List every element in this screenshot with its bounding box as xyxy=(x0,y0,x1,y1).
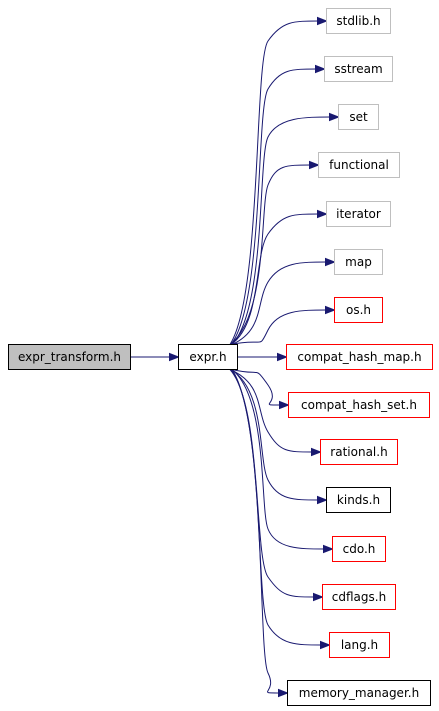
edge-hub-to-os-h-arrowhead xyxy=(325,305,336,315)
node-functional[interactable]: functional xyxy=(318,152,400,178)
node-compat-hash-set-h-label: compat_hash_set.h xyxy=(301,398,417,412)
node-compat-hash-map-h-label: compat_hash_map.h xyxy=(297,350,421,364)
edge-hub-to-rational-h xyxy=(229,369,313,453)
edge-hub-to-memory-manager-h-arrowhead xyxy=(278,688,289,698)
node-memory-manager-h[interactable]: memory_manager.h xyxy=(287,680,431,706)
node-functional-box xyxy=(318,152,400,178)
edge-hub-to-stdlib-h-arrowhead xyxy=(317,16,328,26)
node-memory-manager-h-box xyxy=(287,680,431,706)
edge-hub-to-map xyxy=(231,261,327,345)
node-iterator-box xyxy=(326,201,391,227)
node-sstream-label: sstream xyxy=(334,62,382,76)
edge-hub-to-functional xyxy=(229,164,311,345)
edge-hub-to-memory-manager-h xyxy=(231,369,280,694)
node-stdlib-h-label: stdlib.h xyxy=(336,14,380,28)
node-cdo-h-label: cdo.h xyxy=(343,542,376,556)
edge-hub-to-stdlib-h xyxy=(229,20,319,345)
node-kinds-h-label: kinds.h xyxy=(337,493,380,507)
node-lang-h-label: lang.h xyxy=(341,638,378,652)
node-set[interactable]: set xyxy=(338,104,379,130)
node-rational-h[interactable]: rational.h xyxy=(320,439,398,465)
nodes-layer: expr_transform.h expr.h stdlib.h sstream set… xyxy=(8,8,433,706)
node-set-label: set xyxy=(349,110,368,124)
node-map-label: map xyxy=(345,255,372,269)
node-lang-h-box xyxy=(329,632,390,658)
node-map[interactable]: map xyxy=(334,249,383,275)
edge-hub-to-os-h xyxy=(229,309,327,345)
edge-hub-to-set-arrowhead xyxy=(329,112,340,122)
edges-layer xyxy=(130,16,340,698)
node-sstream[interactable]: sstream xyxy=(324,56,393,82)
edge-hub-to-sstream-arrowhead xyxy=(315,64,326,74)
node-set-box xyxy=(338,104,379,130)
edge-root-to-hub-arrowhead xyxy=(169,352,180,362)
node-sstream-box xyxy=(324,56,393,82)
edge-hub-to-sstream xyxy=(230,68,317,345)
node-cdflags-h[interactable]: cdflags.h xyxy=(322,584,396,610)
node-cdo-h[interactable]: cdo.h xyxy=(332,536,386,562)
node-stdlib-h[interactable]: stdlib.h xyxy=(326,8,391,34)
node-expr-transform-h-box xyxy=(8,344,131,370)
node-cdflags-h-box xyxy=(322,584,396,610)
node-kinds-h-box xyxy=(326,487,391,513)
node-iterator[interactable]: iterator xyxy=(326,201,391,227)
node-rational-h-box xyxy=(320,439,398,465)
node-lang-h[interactable]: lang.h xyxy=(329,632,390,658)
edge-hub-to-cdo-h xyxy=(231,369,325,550)
node-expr-transform-h-label: expr_transform.h xyxy=(18,350,121,364)
node-cdflags-h-label: cdflags.h xyxy=(332,590,386,604)
node-compat-hash-set-h-box xyxy=(288,392,430,418)
node-compat-hash-set-h[interactable]: compat_hash_set.h xyxy=(288,392,430,418)
edge-hub-to-kinds-h xyxy=(230,369,319,501)
node-expr-h-box xyxy=(178,344,238,370)
node-kinds-h[interactable]: kinds.h xyxy=(326,487,391,513)
edge-hub-to-cdo-h-arrowhead xyxy=(323,544,334,554)
node-iterator-label: iterator xyxy=(336,207,381,221)
edge-hub-to-iterator xyxy=(230,213,319,345)
node-stdlib-h-box xyxy=(326,8,391,34)
edge-hub-to-map-arrowhead xyxy=(325,257,336,267)
edge-hub-to-iterator-arrowhead xyxy=(317,209,328,219)
node-compat-hash-map-h[interactable]: compat_hash_map.h xyxy=(286,344,433,370)
node-memory-manager-h-label: memory_manager.h xyxy=(299,686,419,700)
edge-hub-to-compat-hash-map-h-arrowhead xyxy=(277,352,288,362)
edge-hub-to-functional-arrowhead xyxy=(309,160,320,170)
node-os-h[interactable]: os.h xyxy=(334,297,383,323)
node-compat-hash-map-h-box xyxy=(286,344,433,370)
edge-hub-to-kinds-h-arrowhead xyxy=(317,495,328,505)
node-expr-h[interactable]: expr.h xyxy=(178,344,238,370)
edge-hub-to-rational-h-arrowhead xyxy=(311,447,322,457)
node-os-h-label: os.h xyxy=(346,303,371,317)
edge-hub-to-lang-h-arrowhead xyxy=(320,640,331,650)
node-expr-transform-h[interactable]: expr_transform.h xyxy=(8,344,131,370)
node-expr-h-label: expr.h xyxy=(189,350,226,364)
node-cdo-h-box xyxy=(332,536,386,562)
node-map-box xyxy=(334,249,383,275)
edge-hub-to-compat-hash-set-h xyxy=(231,369,281,406)
node-functional-label: functional xyxy=(329,158,389,172)
edge-hub-to-set xyxy=(231,116,331,345)
edge-hub-to-compat-hash-set-h-arrowhead xyxy=(279,400,290,410)
node-os-h-box xyxy=(334,297,383,323)
edge-hub-to-cdflags-h-arrowhead xyxy=(313,592,324,602)
node-rational-h-label: rational.h xyxy=(330,445,387,459)
